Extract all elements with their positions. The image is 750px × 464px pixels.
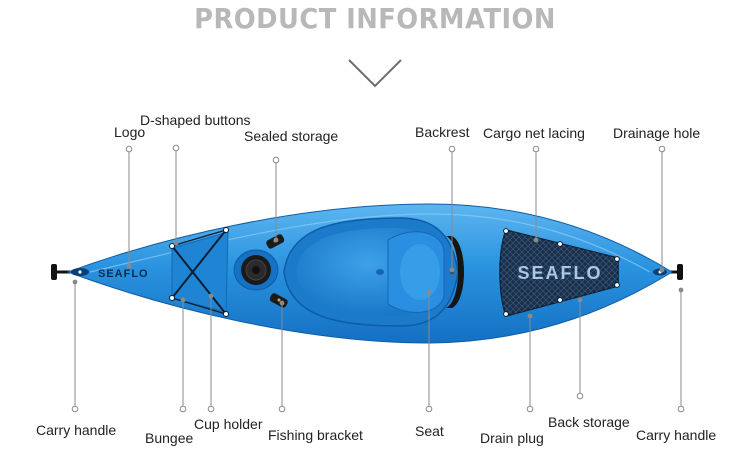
label-carry-handle-left: Carry handle xyxy=(36,422,117,438)
label-cargo-net-lacing: Cargo net lacing xyxy=(483,125,585,141)
svg-text:SEAFLO: SEAFLO xyxy=(98,268,149,280)
logo: SEAFLO xyxy=(71,268,149,280)
label-logo: Logo xyxy=(114,124,146,140)
label-sealed-storage: Sealed storage xyxy=(244,128,339,144)
sealed-storage xyxy=(233,249,279,291)
label-bungee: Bungee xyxy=(145,430,194,446)
label-seat: Seat xyxy=(415,423,444,439)
bungee xyxy=(169,227,229,317)
label-backrest: Backrest xyxy=(415,124,470,140)
label-drainage-hole: Drainage hole xyxy=(613,125,701,141)
label-fishing-bracket: Fishing bracket xyxy=(268,427,363,443)
seat xyxy=(387,231,445,313)
section-heading: PRODUCT INFORMATION xyxy=(194,2,556,35)
back-storage: SEAFLO xyxy=(499,229,619,317)
label-cup-holder: Cup holder xyxy=(194,416,263,432)
label-d-shaped-buttons: D-shaped buttons xyxy=(140,112,251,128)
leader-lines xyxy=(71,144,685,413)
svg-text:SEAFLO: SEAFLO xyxy=(517,263,602,283)
label-carry-handle-right: Carry handle xyxy=(636,427,717,443)
chevron-down-icon xyxy=(348,59,402,88)
label-back-storage: Back storage xyxy=(548,414,630,430)
label-drain-plug: Drain plug xyxy=(480,430,544,446)
cargo-net-lacing xyxy=(503,228,620,317)
